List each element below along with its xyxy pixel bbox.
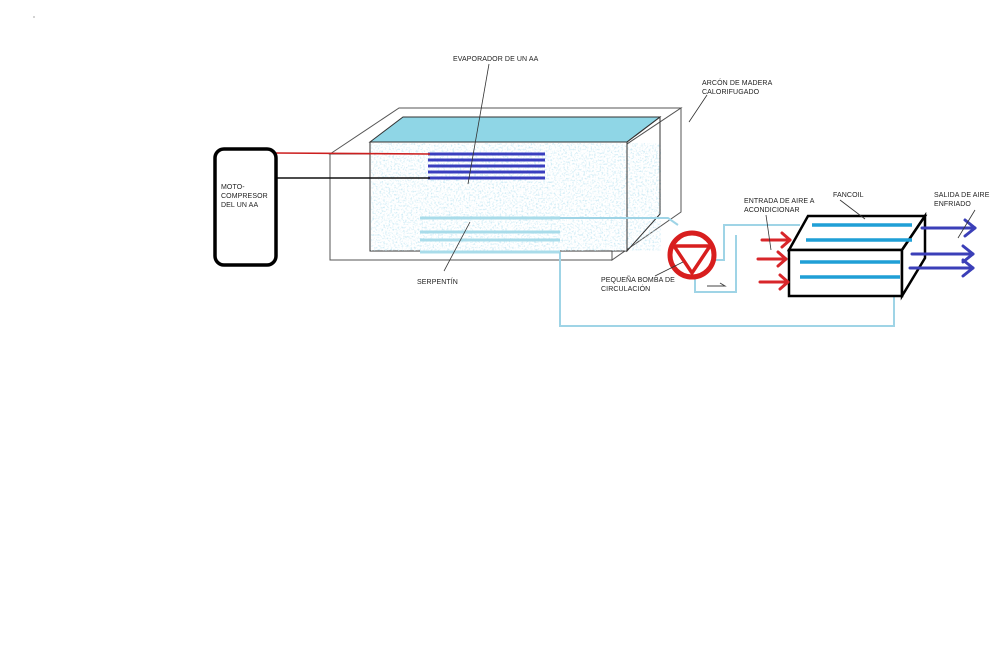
compressor-label-line3: DEL UN AA <box>221 202 258 209</box>
fancoil-label: FANCOIL <box>833 192 864 199</box>
leader-fancoil <box>839 199 866 220</box>
compressor-label-line2: COMPRESOR <box>221 193 268 200</box>
chest-label-line1: ARCÓN DE MADERA <box>702 78 773 87</box>
leader-pump <box>654 261 684 277</box>
pump-triangle-icon <box>670 244 714 277</box>
water-pipe-vertical-link <box>694 235 737 293</box>
water-pipe-to-fancoil <box>712 224 800 261</box>
warm-air-arrow <box>758 273 790 291</box>
evaporator-tubes <box>428 152 545 180</box>
leader-lines <box>443 63 976 277</box>
fancoil-side-face <box>900 211 927 301</box>
compressor-box <box>213 147 278 267</box>
coil-label: SERPENTÍN <box>417 277 458 286</box>
circulation-pump <box>667 230 717 280</box>
water-pipe-return <box>559 252 895 327</box>
warm-air-arrows <box>756 231 792 291</box>
air-out-label-line2: ENFRIADO <box>934 201 971 208</box>
water-pipe-supply <box>560 217 679 226</box>
refrigerant-line-hot <box>274 152 431 155</box>
evaporator-label: EVAPORADOR DE UN AA <box>453 56 539 63</box>
air-in-label-line2: ACONDICIONAR <box>744 207 800 214</box>
tank-water-surface <box>368 116 662 143</box>
compressor-label-line1: MOTO- <box>221 184 245 191</box>
chest-label-line2: CALORIFUGADO <box>702 89 760 96</box>
fancoil-front-face <box>787 248 904 298</box>
leader-air-out <box>957 209 976 239</box>
serpentine-coil <box>420 216 560 254</box>
insulated-chest <box>328 107 683 261</box>
pump-label-line1: PEQUEÑA BOMBA DE <box>601 275 675 284</box>
flow-direction-arrow <box>707 282 727 287</box>
cool-air-arrows <box>908 218 977 278</box>
leader-evaporator <box>467 63 490 185</box>
cool-air-arrow <box>910 244 975 264</box>
tank-side <box>626 115 661 253</box>
pump-body <box>667 230 717 280</box>
leader-coil <box>443 221 471 272</box>
pump-label-line2: CIRCULACIÓN <box>601 284 650 293</box>
air-out-label-line1: SALIDA DE AIRE <box>934 192 990 199</box>
air-in-label-line1: ENTRADA DE AIRE A <box>744 198 815 205</box>
water-circuit <box>559 217 895 327</box>
fancoil-unit <box>786 211 928 301</box>
warm-air-arrow <box>760 231 792 249</box>
leader-chest <box>688 94 708 123</box>
stray-dot <box>33 16 35 18</box>
cool-air-arrow <box>908 258 975 278</box>
leader-air-in <box>765 214 772 251</box>
cool-air-arrow <box>920 218 977 238</box>
warm-air-arrow <box>756 250 788 268</box>
